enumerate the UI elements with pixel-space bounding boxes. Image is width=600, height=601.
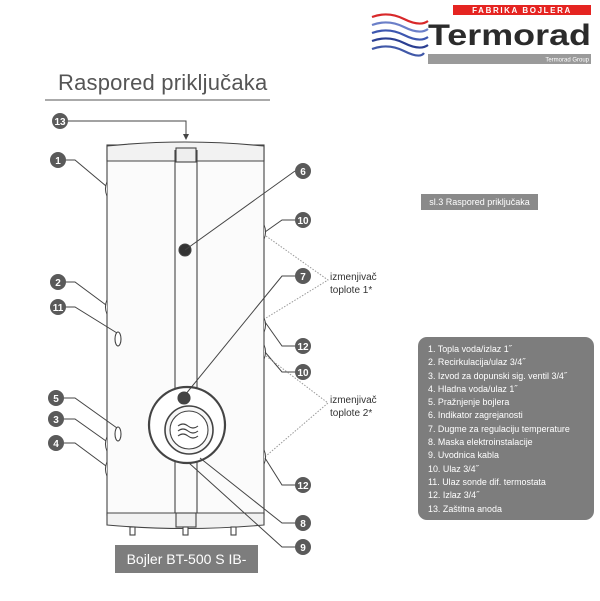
logo-group: Termorad Group [545,58,589,64]
legend-item: 12. Izlaz 3/4˝ [428,490,480,502]
legend-item: 4. Hladna voda/ulaz 1˝ [428,383,518,395]
legend-item: 9. Uvodnica kabla [428,450,499,462]
callout-10: 10 [297,216,309,227]
legend-item: 1. Topla voda/izlaz 1˝ [428,344,512,355]
legend-item: 7. Dugme za regulaciju temperature [428,423,570,435]
callout-9: 9 [300,543,306,554]
callout-2: 2 [55,278,61,289]
callout-12: 12 [297,342,309,353]
model-label: Bojler BT-500 S IB-270 [115,545,258,595]
boiler-tank [104,141,267,536]
exchanger-1-label: izmenjivač [330,272,377,283]
callout-10: 10 [297,368,309,379]
legend-item: 11. Ulaz sonde dif. termostata [428,476,546,488]
legend-item: 2. Recirkulacija/ulaz 3/4˝ [428,357,526,369]
callout-12: 12 [297,481,309,492]
legend-panel: 1. Topla voda/izlaz 1˝ 2. Recirkulacija/… [418,337,594,520]
callout-3: 3 [53,415,59,426]
legend-item: 3. Izvod za dopunski sig. ventil 3/4˝ [428,370,567,382]
callout-11: 11 [53,303,64,314]
logo-tagline: FABRIKA BOJLERA [472,6,572,15]
termorad-logo: FABRIKA BOJLERA Termorad Termorad Group [371,5,591,64]
temperature-knob-icon [177,391,191,405]
callout-7: 7 [300,272,306,283]
logo-brand: Termorad [428,19,591,52]
legend-item: 8. Maska elektroinstalacije [428,437,533,449]
callout-1: 1 [55,156,61,167]
callout-5: 5 [53,394,59,405]
legend-item: 5. Pražnjenje bojlera [428,397,510,409]
callout-13: 13 [54,117,66,128]
callout-4: 4 [53,439,59,450]
figure-caption: sl.3 Raspored priključaka [421,194,538,210]
exchanger-2-label: izmenjivač [330,395,377,406]
exchanger-1-label: toplote 1* [330,285,372,296]
callout-6: 6 [300,167,306,178]
legend-item: 13. Zaštitna anoda [428,503,502,515]
exchanger-2-label: toplote 2* [330,408,372,419]
legend-item: 10. Ulaz 3/4˝ [428,463,479,475]
page-title: Raspored priključaka [58,70,268,95]
callout-8: 8 [300,519,306,530]
legend-item: 6. Indikator zagrejanosti [428,410,523,422]
